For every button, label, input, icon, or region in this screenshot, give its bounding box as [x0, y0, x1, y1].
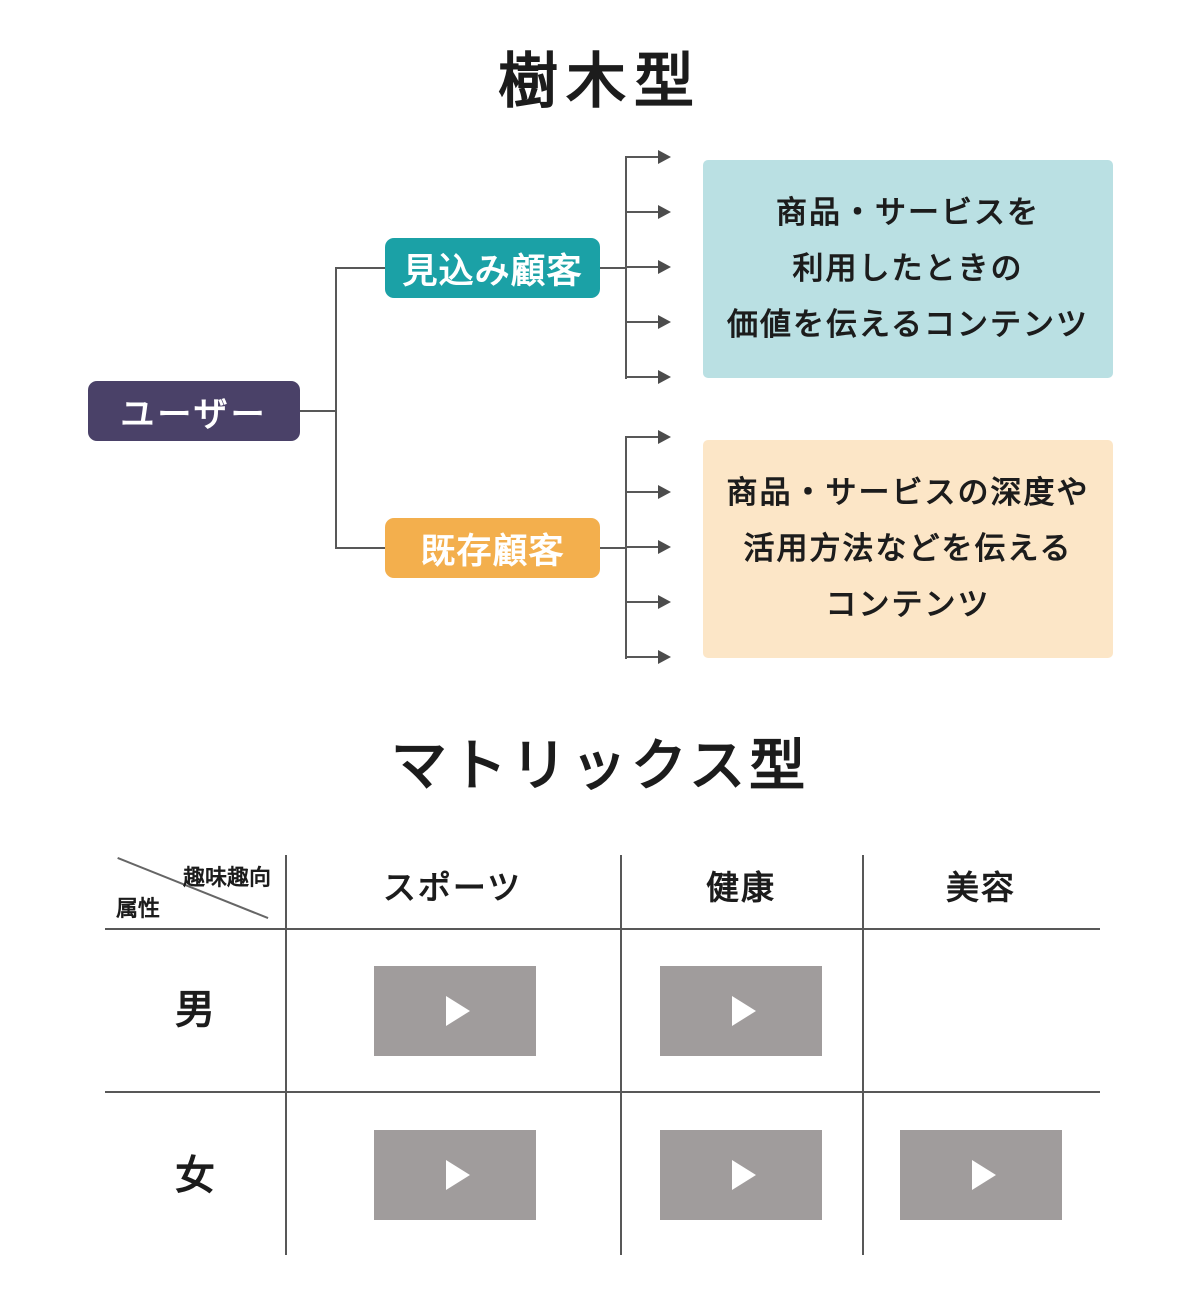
connector-line: [600, 547, 627, 549]
row-label-male: 男: [175, 988, 215, 1032]
arrow-icon: [625, 650, 671, 664]
video-thumbnail-female-health[interactable]: [660, 1130, 822, 1220]
content-line: 利用したときの: [792, 251, 1024, 286]
row-label-female: 女: [175, 1154, 215, 1198]
branch-node-prospects: 見込み顧客: [385, 238, 600, 298]
content-box-existing: 商品・サービスの深度や 活用方法などを伝える コンテンツ: [703, 440, 1113, 658]
tree-section-title: 樹木型: [498, 48, 702, 115]
connector-line: [625, 437, 627, 659]
arrow-icon: [625, 595, 671, 609]
table-gridline: [620, 855, 622, 1255]
arrow-fan-existing: [625, 430, 672, 664]
arrow-icon: [625, 485, 671, 499]
play-icon: [446, 1160, 470, 1190]
play-icon: [972, 1160, 996, 1190]
table-gridline: [105, 928, 1100, 930]
arrow-icon: [625, 260, 671, 274]
connector-line: [335, 267, 387, 269]
arrow-icon: [625, 150, 671, 164]
arrow-icon: [625, 205, 671, 219]
content-box-prospects: 商品・サービスを 利用したときの 価値を伝えるコンテンツ: [703, 160, 1113, 378]
column-header-sports: スポーツ: [382, 869, 523, 906]
video-thumbnail-female-sports[interactable]: [374, 1130, 536, 1220]
arrow-icon: [625, 370, 671, 384]
content-line: 活用方法などを伝える: [743, 531, 1073, 566]
column-header-health: 健康: [706, 869, 776, 906]
arrow-icon: [625, 430, 671, 444]
table-gridline: [105, 1091, 1100, 1093]
content-line: 商品・サービスを: [776, 195, 1040, 230]
column-header-beauty: 美容: [946, 869, 1016, 906]
branch-node-existing: 既存顧客: [385, 518, 600, 578]
content-line: 価値を伝えるコンテンツ: [726, 307, 1090, 342]
table-gridline: [862, 855, 864, 1255]
corner-label-hobby: 趣味趣向: [183, 865, 272, 890]
arrow-icon: [625, 315, 671, 329]
play-icon: [732, 996, 756, 1026]
table-gridline: [285, 855, 287, 1255]
play-icon: [446, 996, 470, 1026]
arrow-fan-prospects: [625, 150, 672, 384]
connector-line: [335, 547, 387, 549]
connector-line: [625, 157, 627, 379]
matrix-section-title: マトリックス型: [390, 734, 810, 797]
root-node-user: ユーザー: [88, 381, 300, 441]
connector-line: [335, 267, 337, 549]
corner-label-attribute: 属性: [116, 896, 161, 921]
connector-line: [600, 267, 627, 269]
video-thumbnail-male-sports[interactable]: [374, 966, 536, 1056]
arrow-icon: [625, 540, 671, 554]
connector-line: [300, 410, 336, 412]
video-thumbnail-female-beauty[interactable]: [900, 1130, 1062, 1220]
video-thumbnail-male-health[interactable]: [660, 966, 822, 1056]
content-line: 商品・サービスの深度や: [726, 475, 1090, 510]
content-line: コンテンツ: [825, 587, 991, 622]
play-icon: [732, 1160, 756, 1190]
